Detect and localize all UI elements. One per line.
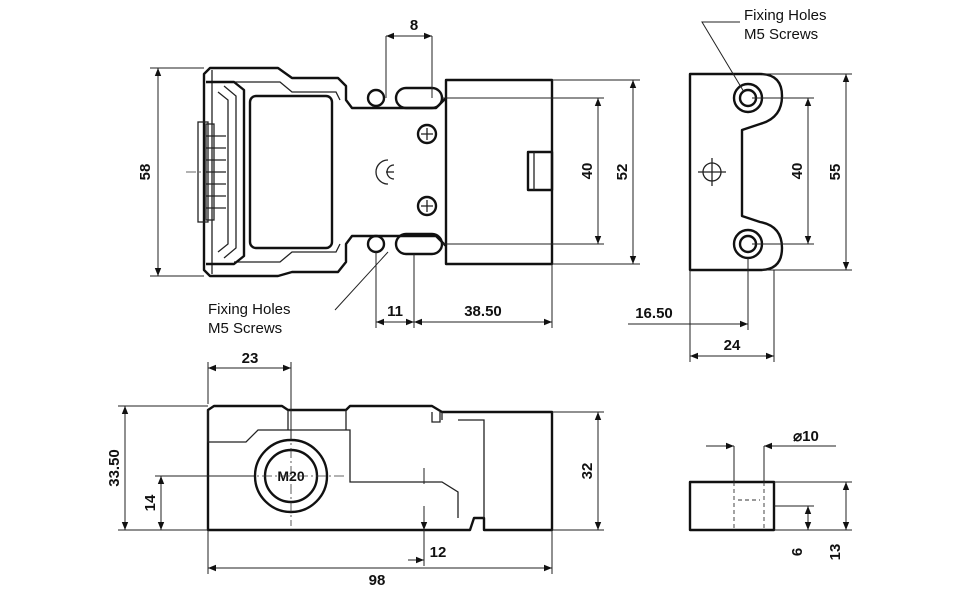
fixing-holes-callout-line1: Fixing Holes [208, 301, 291, 318]
crosshair-icon [698, 158, 726, 186]
dim-98: 98 [369, 572, 386, 589]
key-slot [206, 80, 246, 266]
bottom-view-outline [206, 404, 554, 532]
key-window [248, 94, 334, 250]
actuator-tab [526, 150, 554, 192]
fixing-slot-top [394, 86, 444, 110]
side-fixing-callout-line1: Fixing Holes [744, 7, 827, 24]
fixing-hole-top-left [366, 88, 386, 108]
fixing-holes-callout-line2: M5 Screws [208, 320, 282, 337]
side-view-outline [688, 72, 784, 272]
dim-13: 13 [827, 544, 844, 561]
dim-14: 14 [142, 494, 159, 511]
dim-24: 24 [724, 337, 741, 354]
front-view-outline [202, 66, 554, 278]
front-view: 8 58 40 52 11 38.50 Fixing Holes M5 Scre… [137, 17, 640, 337]
dim-dia-10: ⌀10 [793, 428, 819, 445]
dim-16-50: 16.50 [635, 305, 673, 322]
dim-6: 6 [789, 548, 806, 556]
key-teeth [197, 121, 226, 223]
dim-11: 11 [387, 303, 403, 320]
dim-40-side: 40 [789, 163, 806, 180]
dim-40-front: 40 [579, 163, 596, 180]
dim-23: 23 [242, 350, 259, 367]
dim-32: 32 [579, 463, 596, 480]
screw-bottom [416, 195, 438, 217]
dim-38-50: 38.50 [464, 303, 502, 320]
dim-55: 55 [827, 164, 844, 181]
side-fixing-callout-line2: M5 Screws [744, 26, 818, 43]
ce-mark [375, 159, 395, 185]
screw-top [416, 123, 438, 145]
dim-12: 12 [430, 544, 447, 561]
block-view: ⌀10 6 13 [688, 428, 852, 561]
side-view: 40 55 16.50 24 Fixing Holes M5 Screws [628, 7, 852, 362]
dim-52: 52 [614, 164, 631, 181]
fixing-hole-bottom-left [366, 234, 386, 254]
block-outline [688, 480, 776, 532]
dim-33-50: 33.50 [106, 449, 123, 487]
dim-8: 8 [410, 17, 418, 34]
dim-58: 58 [137, 164, 154, 181]
bottom-view: M20 23 33.50 14 32 12 98 [106, 350, 604, 589]
